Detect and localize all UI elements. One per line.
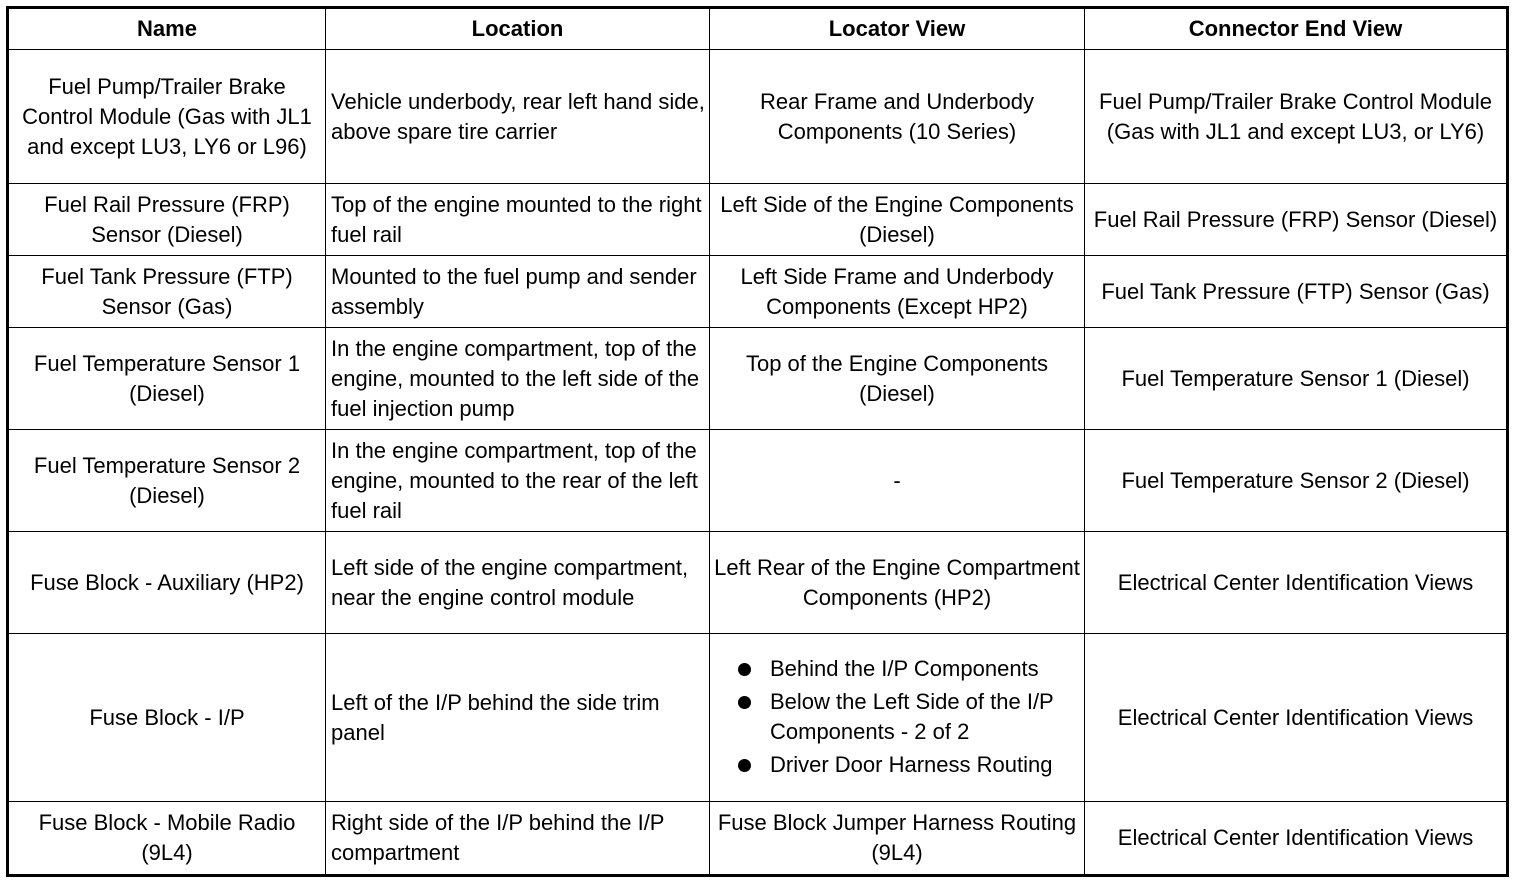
bullet-icon bbox=[738, 758, 751, 772]
table-row: Fuel Temperature Sensor 2 (Diesel) In th… bbox=[7, 429, 1508, 532]
header-name: Name bbox=[7, 7, 326, 50]
cell-location: Vehicle underbody, rear left hand side, … bbox=[325, 49, 710, 184]
cell-location: Left side of the engine compartment, nea… bbox=[325, 531, 710, 634]
table-row: Fuel Rail Pressure (FRP) Sensor (Diesel)… bbox=[7, 183, 1508, 256]
table-row: Fuse Block - Auxiliary (HP2) Left side o… bbox=[7, 531, 1508, 634]
cell-locator-view[interactable]: Top of the Engine Components (Diesel) bbox=[709, 327, 1085, 430]
header-locator-view: Locator View bbox=[709, 7, 1085, 50]
cell-connector-end-view[interactable]: Electrical Center Identification Views bbox=[1084, 801, 1508, 876]
cell-name: Fuse Block - Auxiliary (HP2) bbox=[7, 531, 326, 634]
header-connector-end-view: Connector End View bbox=[1084, 7, 1508, 50]
header-row: Name Location Locator View Connector End… bbox=[7, 7, 1508, 50]
cell-locator-view[interactable]: Rear Frame and Underbody Components (10 … bbox=[709, 49, 1085, 184]
list-item[interactable]: Behind the I/P Components bbox=[738, 654, 1080, 684]
cell-location: Left of the I/P behind the side trim pan… bbox=[325, 633, 710, 802]
cell-locator-view: - bbox=[709, 429, 1085, 532]
table-row: Fuse Block - Mobile Radio (9L4) Right si… bbox=[7, 801, 1508, 876]
table-row: Fuse Block - I/P Left of the I/P behind … bbox=[7, 633, 1508, 802]
cell-name: Fuel Pump/Trailer Brake Control Module (… bbox=[7, 49, 326, 184]
cell-connector-end-view[interactable]: Fuel Temperature Sensor 2 (Diesel) bbox=[1084, 429, 1508, 532]
cell-location: Top of the engine mounted to the right f… bbox=[325, 183, 710, 256]
list-item[interactable]: Driver Door Harness Routing bbox=[738, 750, 1080, 780]
cell-connector-end-view[interactable]: Fuel Pump/Trailer Brake Control Module (… bbox=[1084, 49, 1508, 184]
cell-location: Right side of the I/P behind the I/P com… bbox=[325, 801, 710, 876]
cell-connector-end-view[interactable]: Electrical Center Identification Views bbox=[1084, 633, 1508, 802]
table-row: Fuel Temperature Sensor 1 (Diesel) In th… bbox=[7, 327, 1508, 430]
cell-locator-view[interactable]: Left Side of the Engine Components (Dies… bbox=[709, 183, 1085, 256]
cell-name: Fuel Temperature Sensor 2 (Diesel) bbox=[7, 429, 326, 532]
cell-name: Fuel Rail Pressure (FRP) Sensor (Diesel) bbox=[7, 183, 326, 256]
locator-view-list: Behind the I/P Components Below the Left… bbox=[714, 654, 1080, 780]
cell-location: In the engine compartment, top of the en… bbox=[325, 429, 710, 532]
cell-locator-view[interactable]: Left Side Frame and Underbody Components… bbox=[709, 255, 1085, 328]
cell-name: Fuel Temperature Sensor 1 (Diesel) bbox=[7, 327, 326, 430]
cell-name: Fuel Tank Pressure (FTP) Sensor (Gas) bbox=[7, 255, 326, 328]
list-item-label: Below the Left Side of the I/P Component… bbox=[770, 688, 1054, 744]
list-item-label: Behind the I/P Components bbox=[770, 655, 1039, 681]
cell-locator-view[interactable]: Left Rear of the Engine Compartment Comp… bbox=[709, 531, 1085, 634]
table-row: Fuel Pump/Trailer Brake Control Module (… bbox=[7, 49, 1508, 184]
component-locator-table: Name Location Locator View Connector End… bbox=[6, 6, 1509, 877]
list-item[interactable]: Below the Left Side of the I/P Component… bbox=[738, 687, 1080, 747]
header-location: Location bbox=[325, 7, 710, 50]
cell-locator-view[interactable]: Fuse Block Jumper Harness Routing (9L4) bbox=[709, 801, 1085, 876]
cell-location: Mounted to the fuel pump and sender asse… bbox=[325, 255, 710, 328]
cell-connector-end-view[interactable]: Electrical Center Identification Views bbox=[1084, 531, 1508, 634]
cell-name: Fuse Block - Mobile Radio (9L4) bbox=[7, 801, 326, 876]
cell-name: Fuse Block - I/P bbox=[7, 633, 326, 802]
cell-locator-view: Behind the I/P Components Below the Left… bbox=[709, 633, 1085, 802]
cell-connector-end-view[interactable]: Fuel Tank Pressure (FTP) Sensor (Gas) bbox=[1084, 255, 1508, 328]
list-item-label: Driver Door Harness Routing bbox=[770, 751, 1053, 777]
cell-connector-end-view[interactable]: Fuel Rail Pressure (FRP) Sensor (Diesel) bbox=[1084, 183, 1508, 256]
table-row: Fuel Tank Pressure (FTP) Sensor (Gas) Mo… bbox=[7, 255, 1508, 328]
bullet-icon bbox=[738, 695, 751, 709]
cell-connector-end-view[interactable]: Fuel Temperature Sensor 1 (Diesel) bbox=[1084, 327, 1508, 430]
bullet-icon bbox=[738, 662, 751, 676]
cell-location: In the engine compartment, top of the en… bbox=[325, 327, 710, 430]
